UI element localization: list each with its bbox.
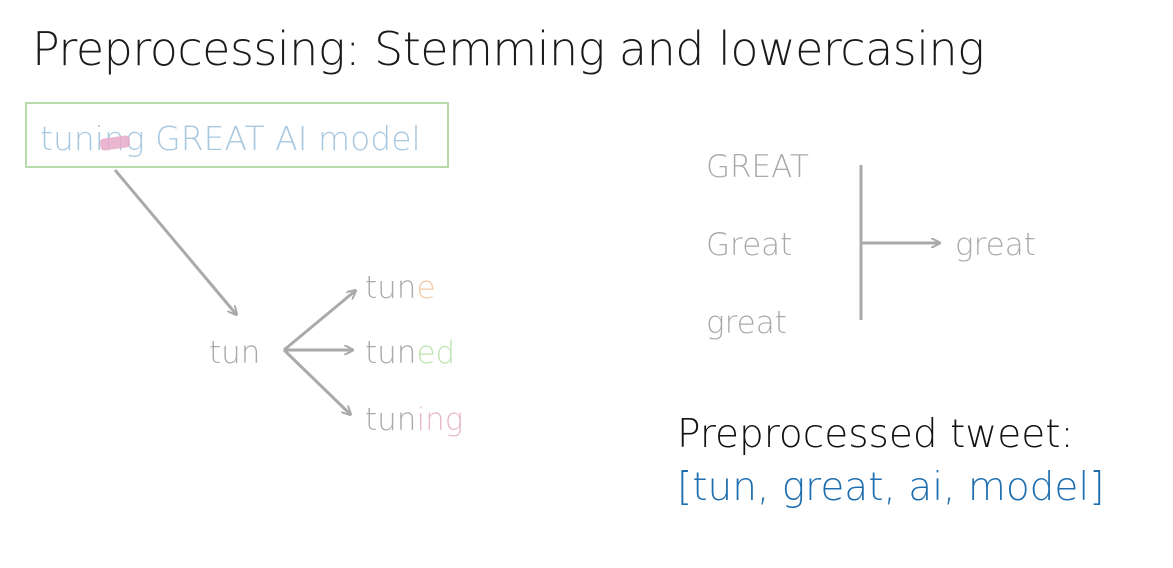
case-input-title: Great	[706, 227, 793, 263]
variant-suffix: ed	[416, 335, 456, 371]
variant-suffix: e	[416, 270, 436, 306]
variant-base: tun	[365, 402, 417, 438]
preprocessed-label: Preprocessed tweet:	[677, 412, 1074, 457]
preprocessed-result: [tun, great, ai, model]	[677, 465, 1105, 510]
case-input-upper: GREAT	[706, 149, 809, 185]
variant-tuned: tuned	[365, 335, 455, 371]
variant-base: tun	[365, 335, 417, 371]
variant-base: tun	[365, 270, 417, 306]
variant-tune: tune	[365, 270, 436, 306]
case-input-lower: great	[706, 305, 787, 341]
variant-tuning: tuning	[365, 402, 463, 438]
arrow-stem-to-tuning	[282, 348, 350, 414]
variant-suffix: ing	[416, 402, 464, 438]
arrow-stem-to-tune	[283, 291, 355, 352]
tweet-box	[25, 102, 449, 168]
stem-word: tun	[209, 335, 261, 371]
lowercase-output: great	[955, 227, 1036, 263]
slide-title: Preprocessing: Stemming and lowercasing	[32, 22, 985, 76]
arrow-tweet-to-stem	[113, 169, 236, 314]
